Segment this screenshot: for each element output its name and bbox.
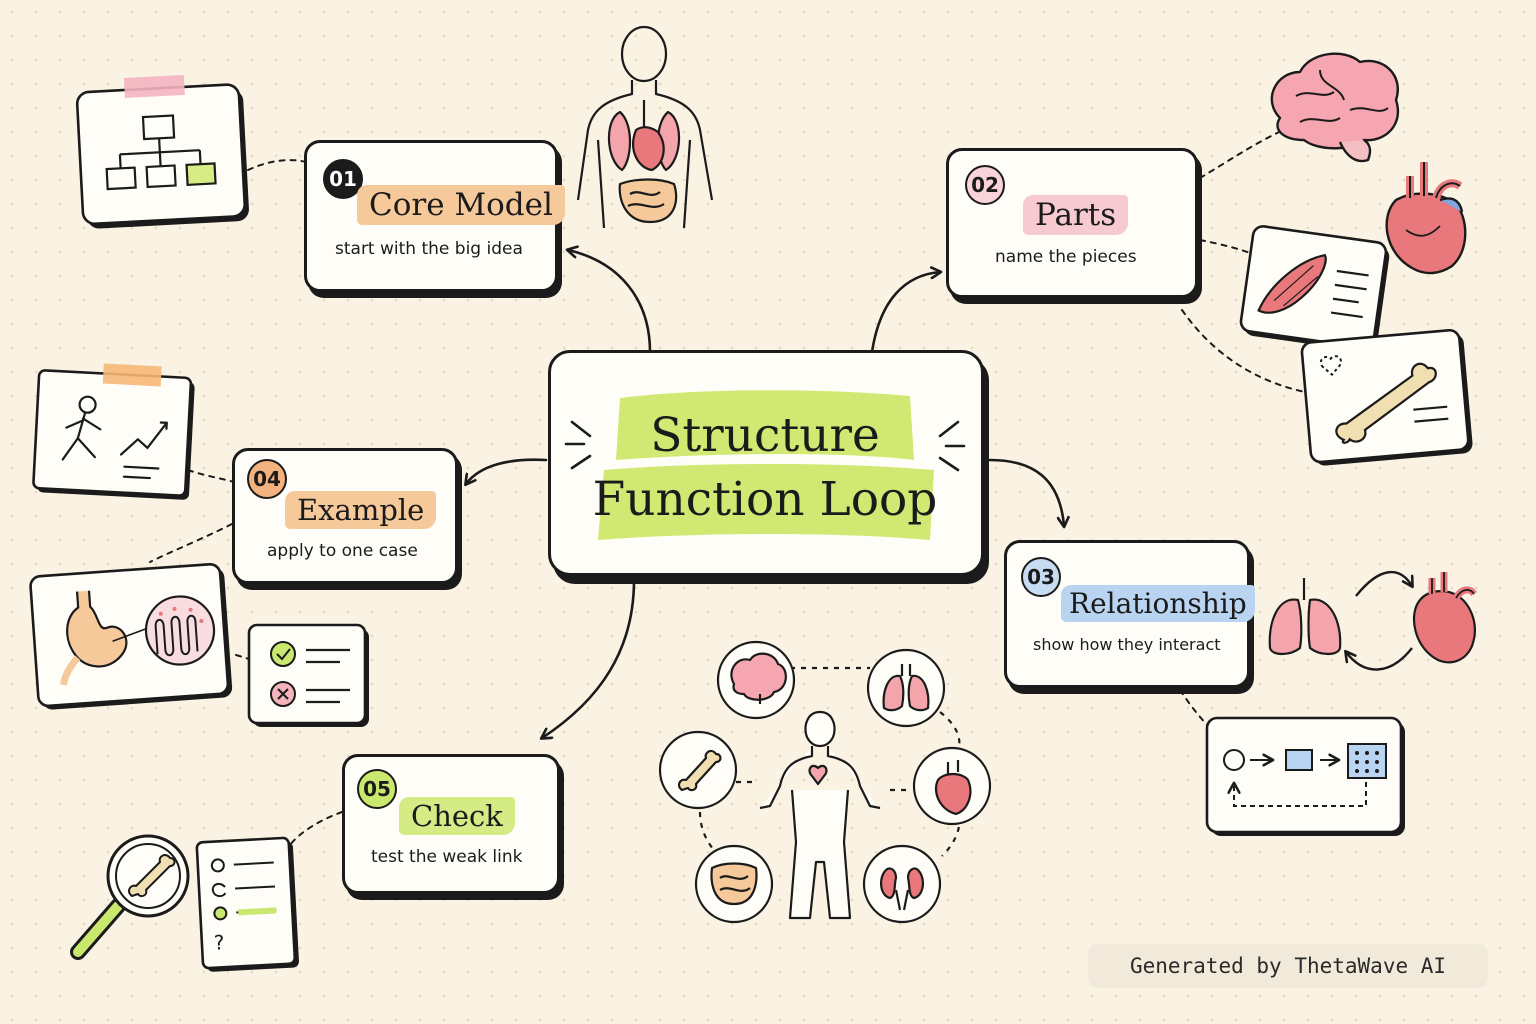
node-parts[interactable]: 02 Parts name the pieces bbox=[946, 148, 1198, 298]
lungs-icon bbox=[1268, 578, 1342, 656]
human-torso-organs-icon bbox=[576, 25, 714, 229]
svg-text:?: ? bbox=[213, 930, 225, 955]
node-number-badge: 01 bbox=[323, 159, 363, 199]
bone-icon bbox=[1300, 328, 1473, 466]
node-title: Check bbox=[399, 797, 515, 835]
heart-lungs-cycle-icon bbox=[1268, 571, 1477, 671]
quiz-list-icon: ? bbox=[195, 836, 299, 972]
center-title-line2: Function Loop bbox=[592, 472, 938, 527]
runner-chart-icon bbox=[32, 363, 195, 500]
connector-arrows bbox=[466, 250, 1064, 738]
node-subtitle: name the pieces bbox=[995, 247, 1137, 267]
node-example[interactable]: 04 Example apply to one case bbox=[232, 448, 458, 584]
body-systems-ring-icon bbox=[658, 640, 992, 924]
magnifier-bone-icon bbox=[70, 834, 190, 960]
node-core-model[interactable]: 01 Core Model start with the big idea bbox=[304, 140, 565, 292]
arrow-to-parts bbox=[870, 272, 940, 354]
node-check[interactable]: 05 Check test the weak link bbox=[342, 754, 560, 894]
checklist-icon bbox=[247, 623, 369, 727]
generated-by-label: Generated by ThetaWave AI bbox=[1088, 944, 1488, 988]
node-subtitle: show how they interact bbox=[1033, 635, 1221, 654]
node-number-badge: 03 bbox=[1021, 557, 1061, 597]
emphasis-marks bbox=[564, 420, 966, 472]
arrow-to-core-model bbox=[568, 250, 652, 354]
stomach-icon bbox=[29, 562, 233, 710]
node-number-badge: 04 bbox=[247, 459, 287, 499]
brain-icon bbox=[1270, 52, 1399, 163]
muscle-icon bbox=[1239, 225, 1390, 352]
node-number-badge: 02 bbox=[965, 165, 1005, 205]
flowchart-icon bbox=[75, 74, 249, 229]
arrow-to-example bbox=[466, 458, 548, 484]
heart-icon bbox=[1385, 162, 1467, 275]
node-subtitle: test the weak link bbox=[371, 847, 523, 867]
center-title-line1: Structure bbox=[650, 408, 880, 463]
node-relationship[interactable]: 03 Relationship show how they interact bbox=[1004, 540, 1255, 688]
node-number-badge: 05 bbox=[357, 769, 397, 809]
node-subtitle: start with the big idea bbox=[335, 239, 523, 259]
node-title: Example bbox=[285, 491, 437, 529]
node-title: Core Model bbox=[357, 185, 565, 225]
process-flow-icon bbox=[1205, 716, 1405, 836]
arrow-to-relationship bbox=[988, 458, 1064, 526]
node-title: Parts bbox=[1023, 195, 1129, 235]
arrow-to-check bbox=[542, 578, 636, 738]
node-title: Relationship bbox=[1061, 585, 1255, 622]
node-subtitle: apply to one case bbox=[267, 541, 418, 561]
